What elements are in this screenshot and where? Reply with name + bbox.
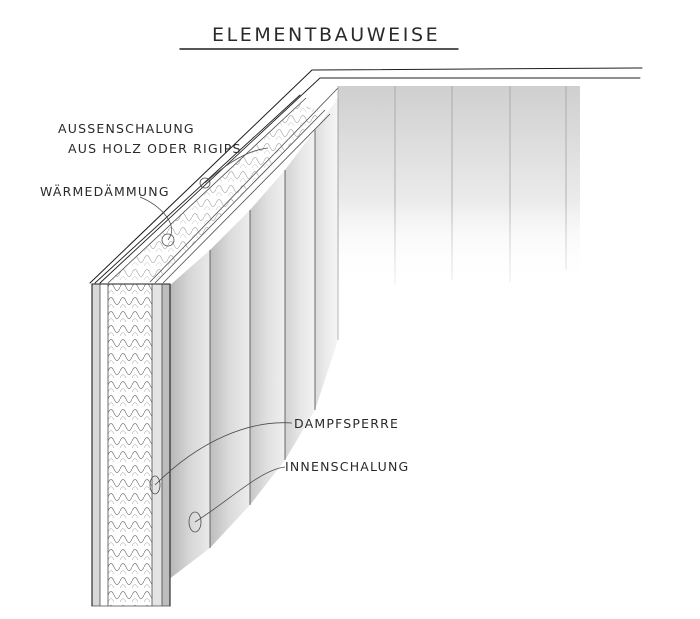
leader-lines — [139, 147, 293, 533]
label-aussenschalung-material: AUS HOLZ ODER RIGIPS — [68, 141, 242, 156]
back-wall — [330, 86, 590, 310]
wall-section — [91, 283, 171, 607]
wall-top-layers — [94, 94, 331, 284]
label-waermedaemmung: WÄRMEDÄMMUNG — [40, 184, 170, 199]
label-dampfsperre: DAMPFSPERRE — [294, 416, 399, 431]
label-aussenschalung: AUSSENSCHALUNG — [58, 121, 195, 136]
side-wall-panels — [168, 98, 339, 580]
title-group: ELEMENTBAUWEISE — [179, 24, 459, 50]
drawing-title: ELEMENTBAUWEISE — [212, 24, 440, 46]
label-innenschalung: INNENSCHALUNG — [285, 459, 409, 474]
labels: AUSSENSCHALUNG AUS HOLZ ODER RIGIPS WÄRM… — [40, 121, 409, 474]
